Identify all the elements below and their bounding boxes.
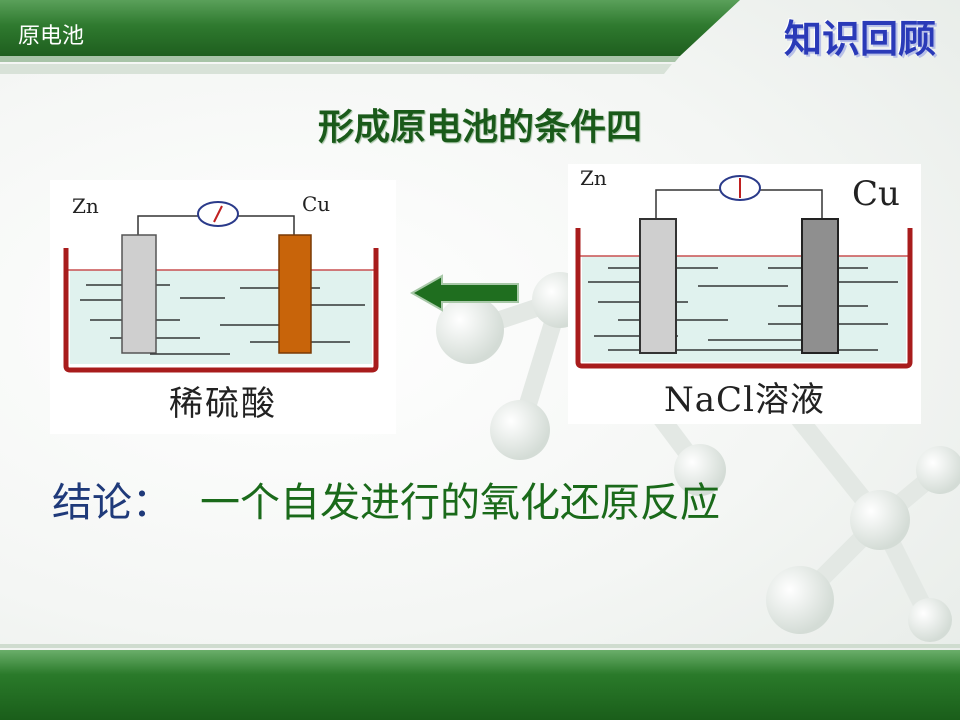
cell-right-copper-label: Cu [852,174,900,214]
cell-right-solution-label: NaCl溶液 [664,380,825,420]
slide-title: 形成原电池的条件四 [317,107,642,148]
cell-right-zinc-label: Zn [580,166,607,190]
conclusion-label: 结论： [52,480,172,526]
header-corner-title: 知识回顾 [783,17,936,61]
zinc-electrode [121,234,157,354]
cell-left-zinc-label: Zn [72,194,99,218]
copper-electrode [801,218,839,354]
arrow-left-icon [410,274,519,312]
conclusion-line: 结论： 一个自发进行的氧化还原反应 [52,470,720,528]
header-bar [0,0,740,74]
cell-left-solution-label: 稀硫酸 [169,384,277,424]
cell-diagram-dilute-sulfuric-acid: Zn Cu 稀硫酸 [50,180,396,434]
zinc-electrode [639,218,677,354]
conclusion-text: 一个自发进行的氧化还原反应 [200,480,720,526]
cell-left-drawing [63,201,379,373]
footer-bar [0,644,960,720]
cell-right-drawing [575,175,913,369]
cell-left-copper-label: Cu [302,192,331,216]
header-section-label: 原电池 [18,24,85,49]
copper-electrode [278,234,312,354]
cell-diagram-nacl-solution: Zn Cu NaCl溶液 [568,164,921,424]
